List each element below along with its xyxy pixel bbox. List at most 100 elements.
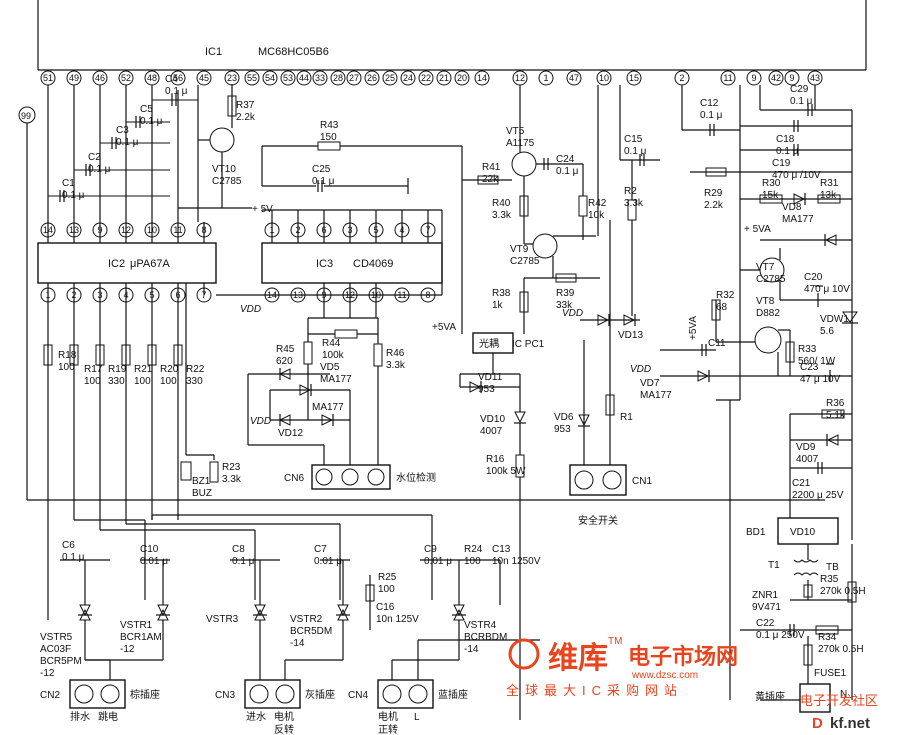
label-c13-value: 10n 1250V [492,556,541,567]
label-r20-ref: R20 [160,364,179,375]
label-r23-value: 3.3k [222,474,242,485]
ic1-pin [382,70,398,86]
label-vd12-ref: VD12 [278,428,303,439]
label-vstr1-value: -12 [120,644,135,655]
ic1-pin-label: 23 [227,73,237,83]
ic1-pin-label: 9 [751,73,756,83]
ic3-block: IC3 CD4069 [261,242,443,284]
ic1-pin [364,70,380,86]
label-c2-value: 0.1 μ [88,164,111,175]
label-r25-ref: R25 [378,572,397,583]
ic1-block: IC1 MC68HC05B6 [37,0,867,71]
label-c16-ref: C16 [376,602,395,613]
label-r39-value: 33k [556,300,573,311]
label-r33-ref: R33 [798,344,817,355]
ic-pc1-label: IC PC1 [512,339,545,350]
label-bz1-value: BUZ [192,488,212,499]
label-c21-value: 2200 μ 25V [792,490,844,501]
label-r19-ref: R19 [108,364,127,375]
cn4-name: 蓝插座 [438,688,468,701]
ic1-pin-label: 1 [543,73,548,83]
label-vt5-value: A1175 [506,138,535,149]
label-c9-ref: C9 [424,544,437,555]
ic1-pin [280,70,296,86]
ic1-pin-label: 53 [283,73,293,83]
label-vt9-value: C2785 [510,256,540,267]
label-r23-ref: R23 [222,462,241,473]
cn4-pin-a1: 电机 [378,710,398,723]
n-label: N [840,689,847,700]
ic1-pin-label: 46 [95,73,105,83]
label-c19-ref: C19 [772,158,791,169]
ic1-pin [566,70,582,86]
label-r25-value: 100 [378,584,395,595]
label-r35-ref: R35 [820,574,839,585]
label-r46-value: 3.3k [386,360,406,371]
label-r41-ref: R41 [482,162,501,173]
optocoupler-label: 光耦 [479,337,499,350]
label-vstr5-value: AC03F [40,644,71,655]
label-r2-value: 3.3k [624,198,644,209]
label-c13-ref: C13 [492,544,511,555]
fuse-label: FUSE1 [814,668,847,679]
ic1-pin [296,70,312,86]
vdd-label-ic3: VDD [240,304,261,315]
label-r38-ref: R38 [492,288,511,299]
cn2-pin-a: 排水 [70,710,90,723]
label-vstr3-ref: VSTR3 [206,614,239,625]
watermark-slogan: 全球最大IC采购网站 [506,683,683,698]
watermark: 维库 TM 电子市场网 www.dzsc.com 全球最大IC采购网站 电子开发… [506,636,878,732]
tb-label: TB [826,562,839,573]
cn2-pin-b: 跳电 [98,710,118,723]
label-r1-ref: R1 [620,412,633,423]
label-vstr4-value: -14 [464,644,479,655]
label-c24-value: 0.1 μ [556,166,579,177]
ic1-pin [312,70,328,86]
cn6-label: CN6 [284,473,304,484]
ic1-pin-label: 44 [299,73,309,83]
ic1-pin-label: 42 [771,73,781,83]
label-c8-value: 0.1 μ [232,556,255,567]
watermark-community: 电子开发社区 [800,693,878,708]
ic1-pin [746,70,762,86]
label-r37-ref: R37 [236,100,255,111]
label-vd8-value: MA177 [782,214,814,225]
ic1-pin-label: 11 [723,73,732,83]
label-vd6-value: 953 [554,424,571,435]
label-r24-ref: R24 [464,544,483,555]
ic2-block: IC2 μPA67A [37,242,217,284]
label-c12-value: 0.1 μ [700,110,723,121]
water-level-label: 水位检测 [396,471,436,484]
label-c22-value: 0.1 μ 250V [756,630,805,641]
label-c15-ref: C15 [624,134,643,145]
label-c3-ref: C3 [116,125,129,136]
ic1-pin-label: 54 [265,73,275,83]
label-c5-ref: C5 [140,104,153,115]
label-c25-ref: C25 [312,164,331,175]
label-r43-ref: R43 [320,120,339,131]
label-r40-ref: R40 [492,198,511,209]
label-vstr4-ref: VSTR4 [464,620,497,631]
label-vstr2-value: BCR5DM [290,626,332,637]
label-r32-value: 68 [716,302,728,313]
label-r34-value: 270k 0.5H [818,644,864,655]
label-r43-value: 150 [320,132,337,143]
wiring [43,84,858,720]
label-c2-ref: C2 [88,152,101,163]
label-vd5-ref: VD5 [320,362,340,373]
label-c7-value: 0.01 μ [314,556,342,567]
label-c1-ref: C1 [62,178,75,189]
plus5va-label-c11: +5VA [688,316,699,340]
label-c7-ref: C7 [314,544,327,555]
label-c16-value: 10n 125V [376,614,419,625]
pin-99: 99 [18,106,825,501]
cn4-pin-a2: 正转 [378,723,398,735]
label-c8-ref: C8 [232,544,245,555]
label-c25-value: 0.1 μ [312,176,335,187]
label-c21-ref: C21 [792,478,811,489]
label-c4-ref: C4 [165,74,178,85]
label-r38-value: 1k [492,300,504,311]
cn3-pin-b2: 反转 [274,723,294,735]
cn3-name: 灰插座 [305,688,335,701]
